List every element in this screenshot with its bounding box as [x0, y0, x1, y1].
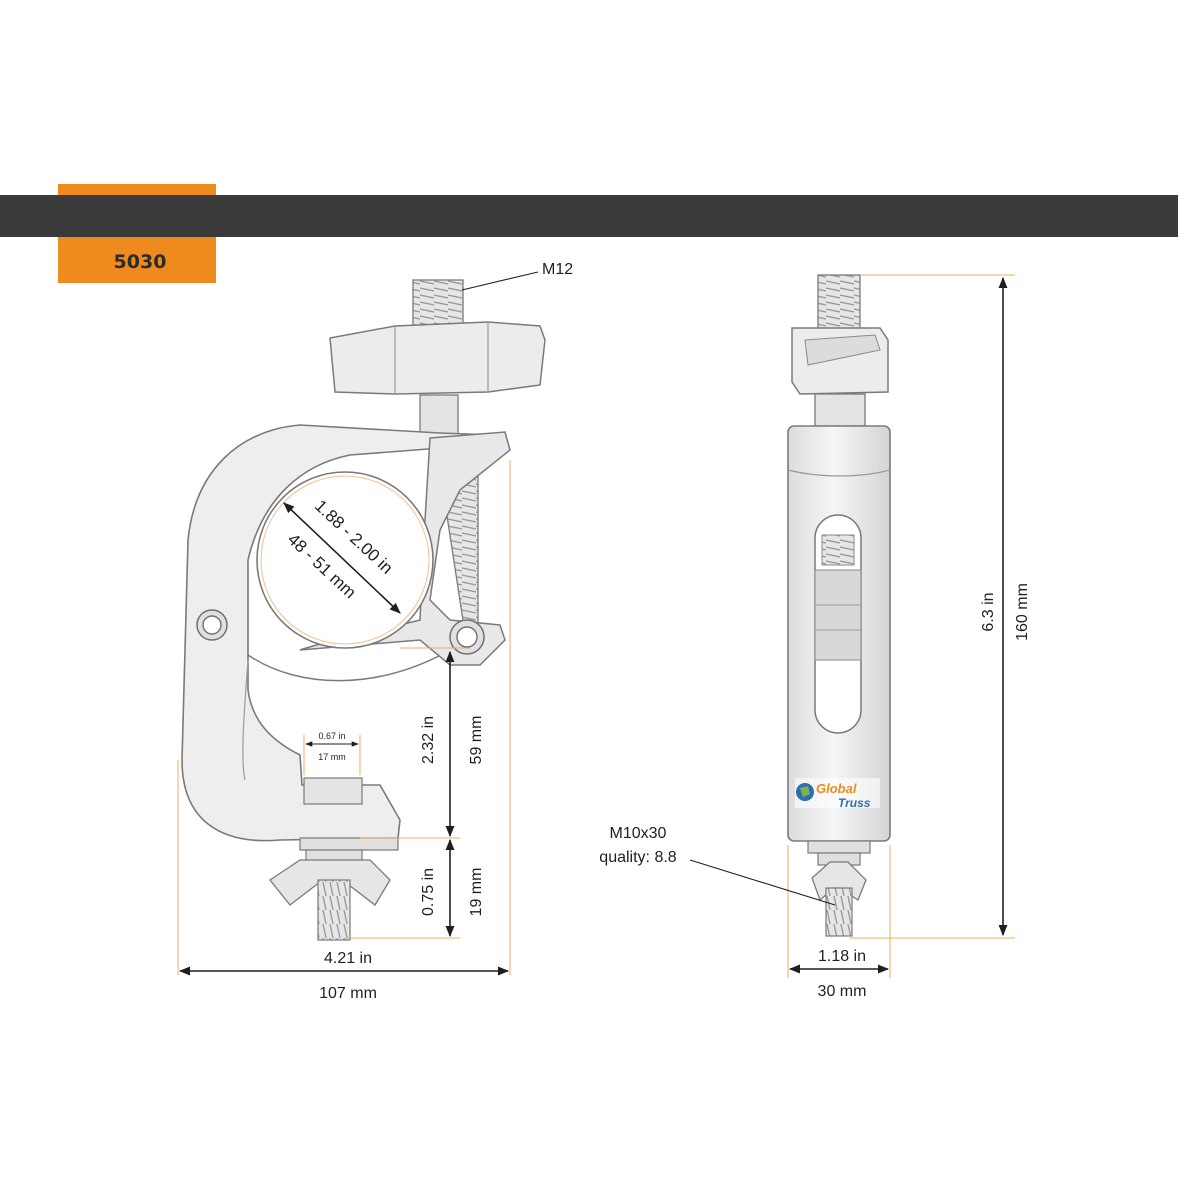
lower-height-mm: 59 mm: [468, 716, 485, 765]
slot-width-mm: 17 mm: [318, 752, 346, 762]
slot-width-in: 0.67 in: [318, 731, 345, 741]
side-view: [181, 279, 546, 941]
bottom-wing-bolt: [269, 837, 399, 941]
total-width-in: 4.21 in: [324, 950, 372, 967]
pivot-left: [196, 609, 228, 641]
m10-label: M10x30: [610, 825, 667, 842]
front-width-mm: 30 mm: [818, 983, 867, 1000]
front-width-in: 1.18 in: [818, 948, 866, 965]
global-truss-logo: Global Truss: [795, 778, 880, 810]
header-accent-top: [58, 184, 216, 196]
lower-height-in: 2.32 in: [420, 716, 437, 764]
product-code-tab: [58, 237, 216, 283]
front-view: Global Truss: [787, 274, 891, 937]
m10-leader: [689, 859, 836, 906]
front-view-extension-lines: [787, 274, 1015, 978]
logo-line2: Truss: [838, 796, 871, 810]
total-height-mm: 160 mm: [1014, 583, 1031, 641]
logo-line1: Global: [816, 781, 857, 796]
tube-diameter-arrow: [283, 502, 401, 614]
product-code: 5030: [114, 251, 167, 273]
bolt-length-mm: 19 mm: [468, 868, 485, 917]
m10-quality: quality: 8.8: [599, 849, 676, 866]
pivot-right: [449, 619, 485, 655]
side-view-extension-lines: [177, 460, 511, 975]
front-top-bolt: [817, 274, 861, 336]
bolt-length-in: 0.75 in: [420, 868, 437, 916]
m12-leader: [461, 271, 539, 291]
total-width-mm: 107 mm: [319, 985, 377, 1002]
total-height-in: 6.3 in: [980, 592, 997, 631]
header-bar: [0, 195, 1178, 237]
m12-label: M12: [542, 261, 573, 278]
slot-block: [303, 777, 363, 805]
t-handle: [329, 321, 546, 395]
clamp-body: [181, 424, 508, 842]
